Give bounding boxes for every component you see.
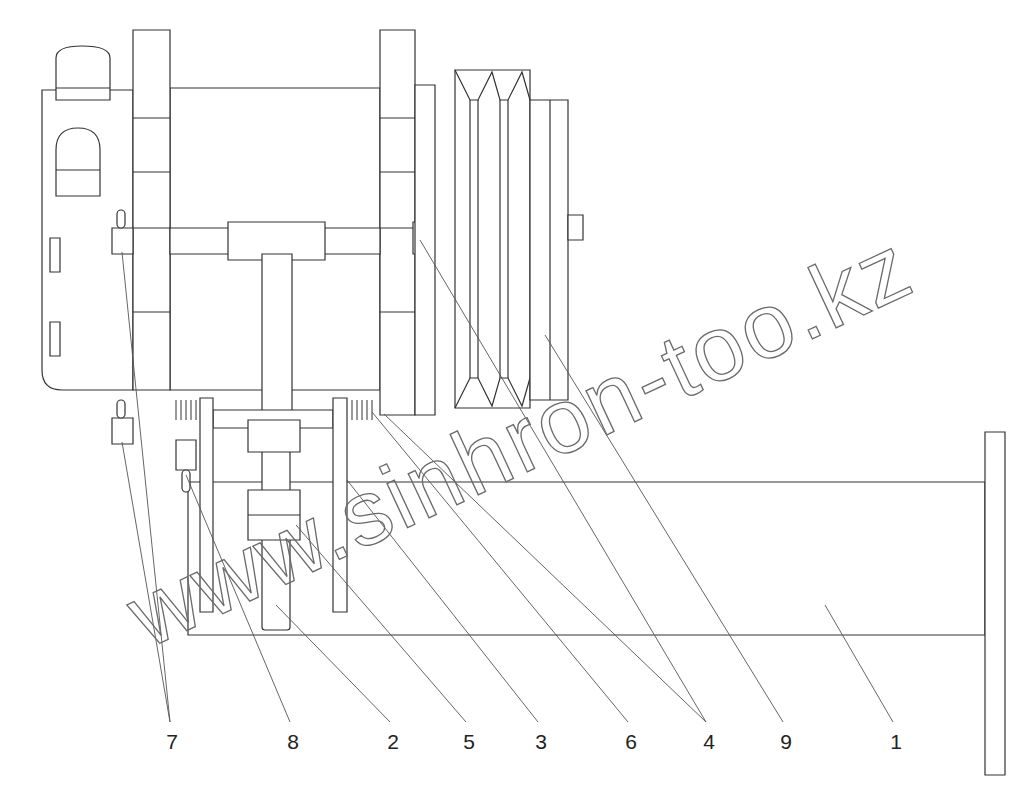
- pulley-hub: [530, 100, 568, 400]
- callout-number: 8: [287, 731, 299, 752]
- nut: [248, 420, 300, 452]
- front-flange: [133, 30, 170, 390]
- pin: [112, 228, 133, 254]
- pin: [176, 440, 196, 470]
- pulley: [455, 70, 530, 408]
- head-boss: [50, 322, 60, 356]
- head-boss: [50, 238, 60, 272]
- callout-number: 9: [780, 731, 792, 752]
- shaft-end: [568, 215, 583, 240]
- rear-flange: [380, 30, 415, 415]
- stand-end-plate: [985, 432, 1005, 775]
- pulley-hub-plate: [415, 85, 435, 415]
- callout-number: 3: [535, 731, 547, 752]
- callout-number: 1: [890, 731, 902, 752]
- valve-cap: [56, 46, 110, 100]
- callout-number: 6: [625, 731, 637, 752]
- cylinder-head: [42, 90, 133, 390]
- callout-number: 2: [387, 731, 399, 752]
- callout-number: 7: [166, 731, 178, 752]
- callout-number: 5: [463, 731, 475, 752]
- callout-number: 4: [703, 731, 715, 752]
- pin: [112, 418, 133, 444]
- valve-cap: [56, 128, 100, 196]
- vertical-rod: [262, 254, 292, 424]
